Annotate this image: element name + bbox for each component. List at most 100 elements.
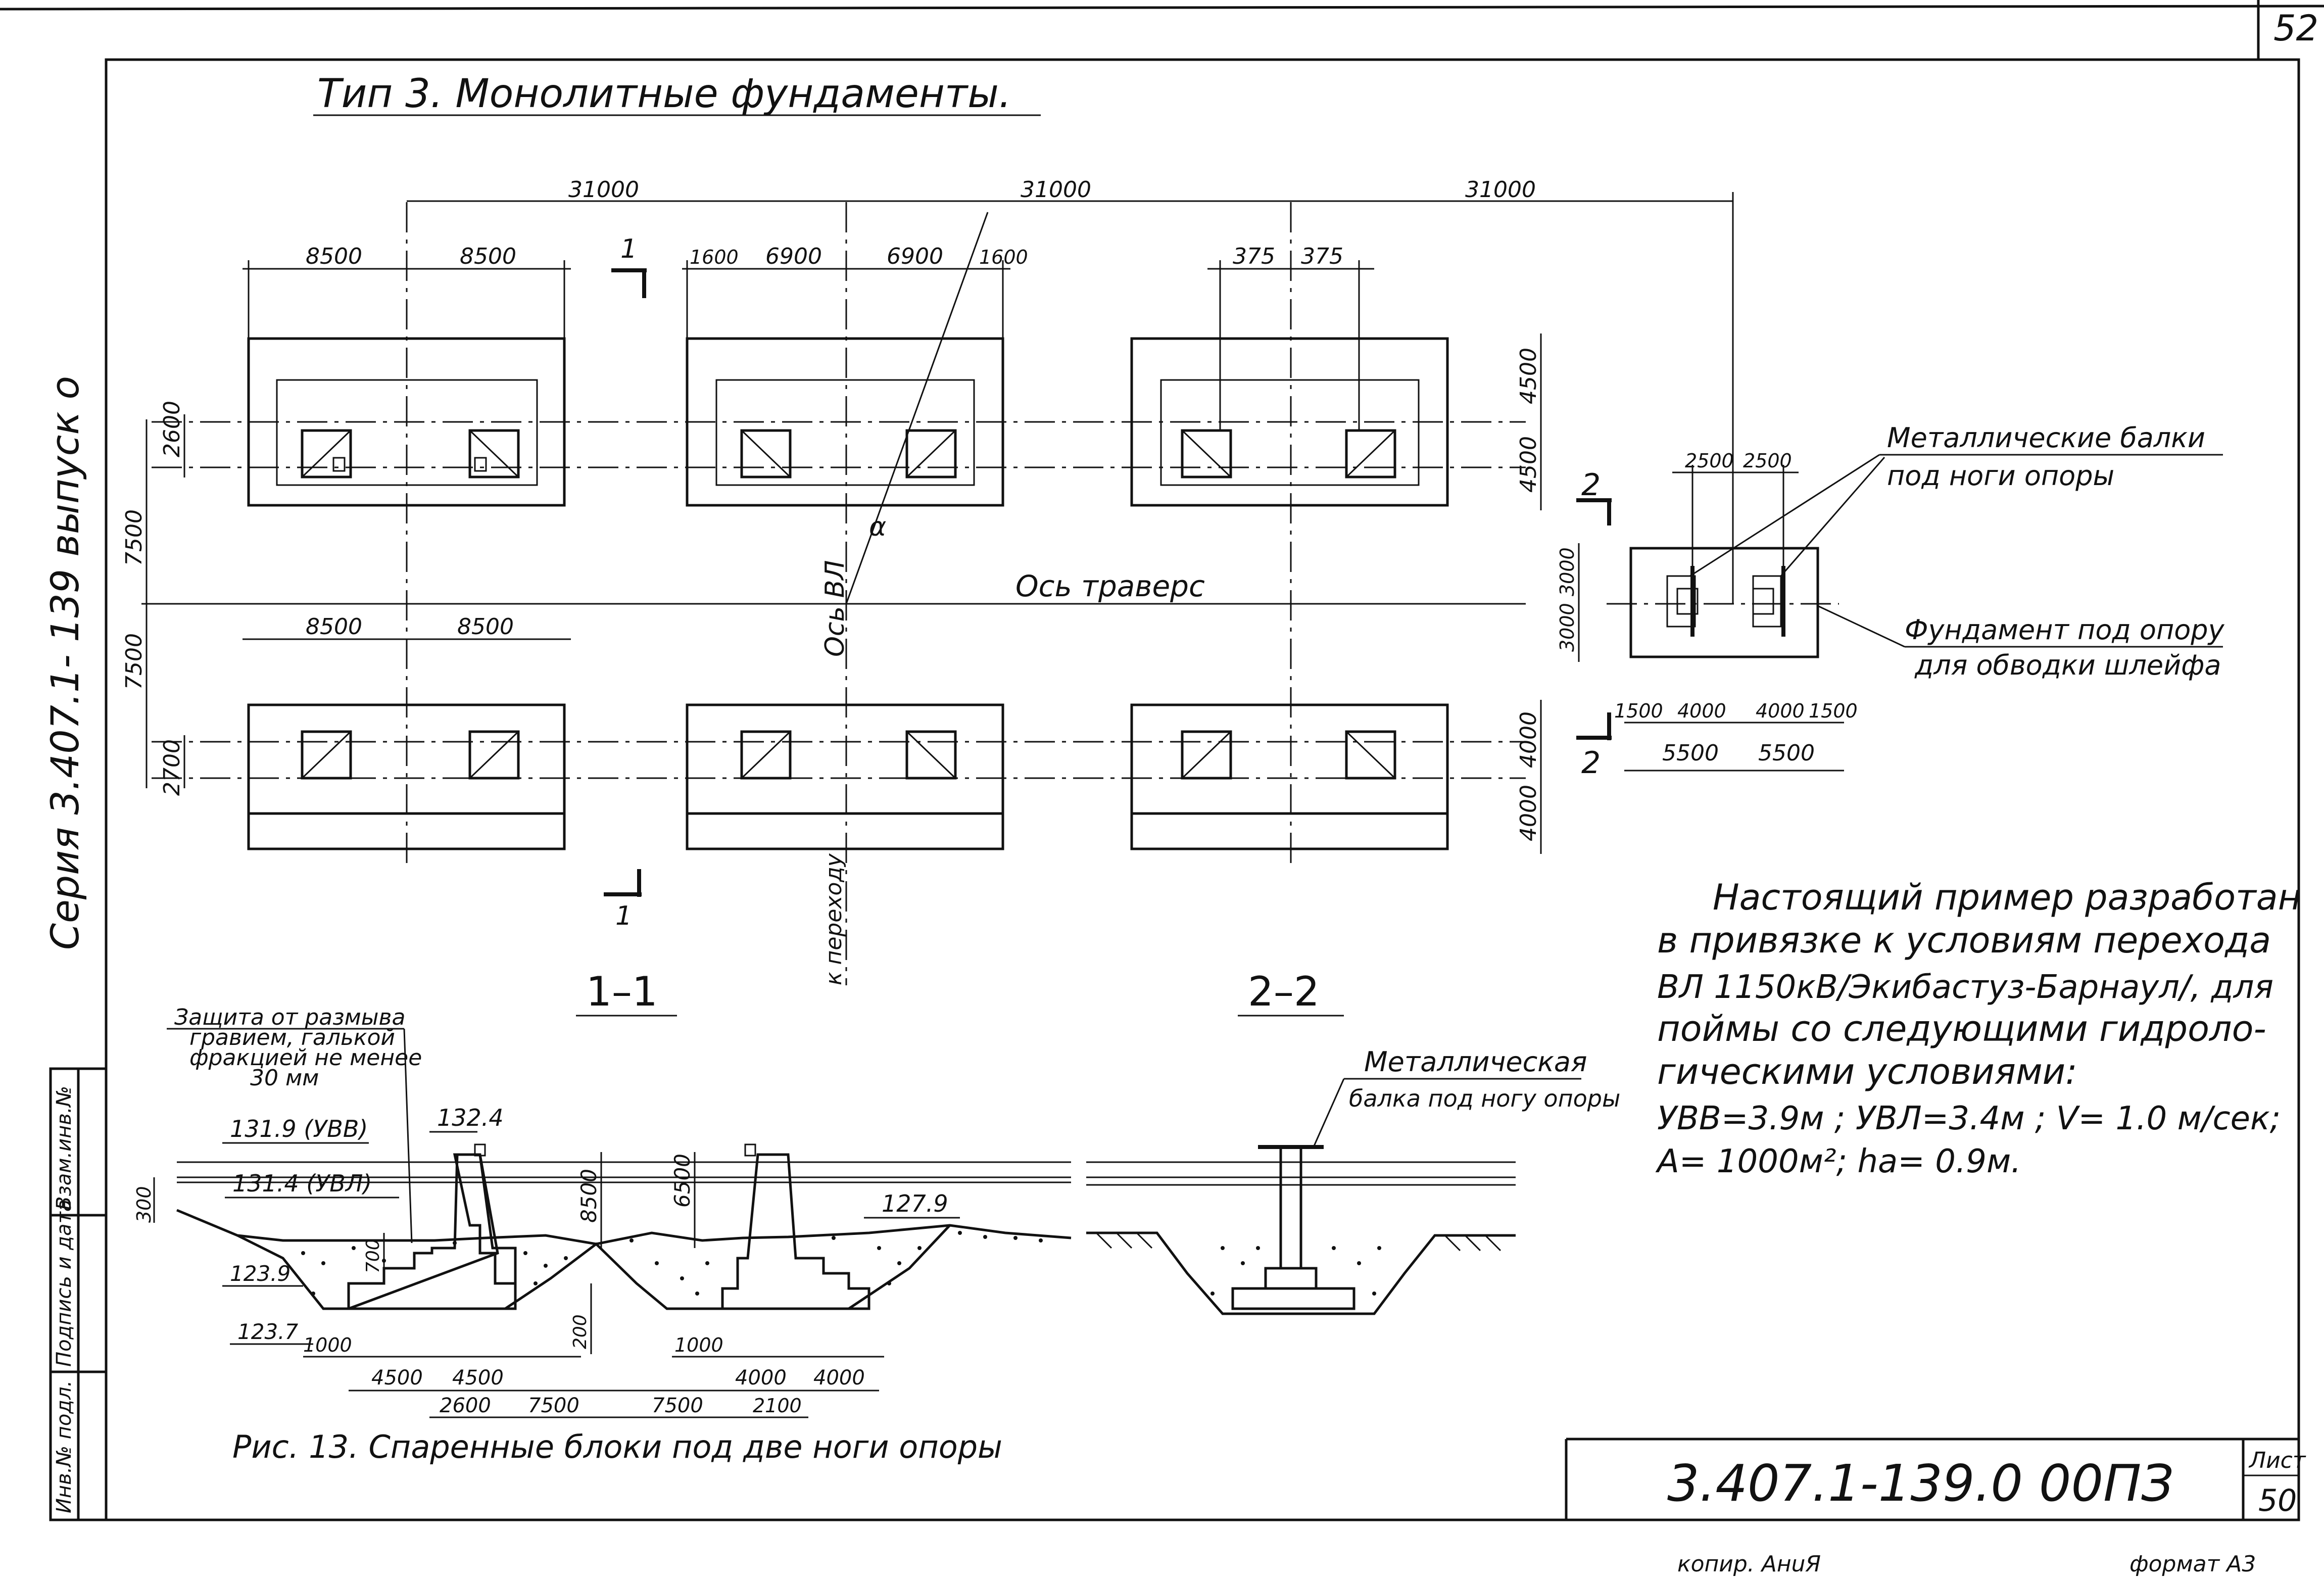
dim-lower-a: 8500 [306,614,362,640]
beam-note-2: балка под ногу опоры [1349,1085,1620,1112]
section-mark-1-bottom-label: 1 [615,901,632,931]
figure-caption: Рис. 13. Спаренные блоки под две ноги оп… [232,1428,1002,1465]
list-label: Лист [2248,1448,2306,1473]
aux-label-beams-2: под ноги опоры [1887,460,2114,492]
aux-dim-top-b: 2500 [1743,450,1792,472]
beam-note-1: Металлическая [1364,1046,1587,1078]
dim-left-a: 8500 [306,244,362,269]
dim-top-2: 31000 [1021,177,1091,203]
level-1237: 123.7 [237,1319,299,1344]
dim-left-b: 8500 [460,244,516,269]
protection-note-3: фракцией не менее [189,1045,422,1071]
note-line-1: Настоящий пример разработан [1713,877,2301,918]
side-stamp-inv: Инв.№ подл. [53,1380,76,1513]
aux-label-foundation-2: для обводки шлейфа [1914,649,2221,681]
vdim-6500: 6500 [670,1154,695,1208]
section-1-1-block-left [347,1143,517,1310]
vdim-200: 200 [570,1314,591,1349]
alpha-label: α [869,512,886,542]
level-uvv: 131.9 (УВВ) [230,1115,368,1142]
aux-dim-left-b: 3000 [1556,603,1578,652]
bdim-4000-a: 4000 [735,1366,787,1390]
bdim-4500-b: 4500 [452,1366,504,1390]
dim-top-3: 31000 [1465,177,1536,203]
bdim-1000-l: 1000 [303,1334,352,1356]
foundation-bottom-mid [686,703,1004,850]
dim-top-1: 31000 [568,177,639,203]
dim-vr-1: 4500 [1516,348,1541,404]
section-mark-2-bottom-label: 2 [1581,745,1601,781]
vdim-8500: 8500 [576,1169,601,1223]
aux-foundation: 2500 2500 3000 3000 1500 4000 4000 1500 … [1556,422,2225,772]
bdim-2600: 2600 [440,1394,491,1417]
foundation-bottom-right [1130,703,1449,850]
section-mark-2-bottom: 2 [1576,712,1612,781]
dim-mid-a: 1600 [690,246,739,268]
note-line-4: поймы со следующими гидроло- [1657,1008,2266,1049]
sheet-frame: 52 [0,0,2324,1521]
dim-mid-b: 6900 [765,244,822,269]
bdim-4500-a: 4500 [371,1366,423,1390]
side-stamp: Взам.инв.№ Подпись и дата Инв.№ подл. [49,1067,108,1521]
axis-traverse-label: Ось траверс [1015,569,1205,603]
dim-vr-4: 4000 [1516,785,1541,841]
dim-vr-2: 4500 [1516,436,1541,493]
aux-dim-b2-a: 5500 [1662,740,1719,766]
dim-right-a: 375 [1233,244,1275,269]
dim-vl-3: 7500 [121,633,147,690]
section-1-1: 1–1 Защита от размыва гравием, галькой ф… [133,968,1072,1418]
dim-vr-3: 4000 [1516,711,1541,768]
section-mark-2-top: 2 [1576,467,1612,525]
aux-label-foundation-1: Фундамент под опору [1905,614,2225,646]
format-label: формат А3 [2129,1551,2256,1577]
note-line-5: гическими условиями: [1657,1051,2077,1092]
bdim-4000-b: 4000 [813,1366,865,1390]
plan-view: Ось траверс Ось ВЛ α к переходу 31000 31… [121,177,1734,985]
note-line-7: А= 1000м²; hа= 0.9м. [1655,1143,2021,1180]
section-mark-2-top-label: 2 [1581,467,1601,503]
protection-note-4: 30 мм [250,1065,319,1091]
gravel-fill [301,1231,1043,1296]
aux-dim-top-a: 2500 [1685,450,1734,472]
crossing-label: к переходу [821,853,847,985]
dim-mid-d: 1600 [979,246,1028,268]
list-number: 50 [2258,1483,2297,1518]
section-1-1-label: 1–1 [586,968,658,1015]
section-1-1-block-right [721,1143,870,1310]
copy-label: копир. АнuЯ [1677,1551,1821,1577]
section-mark-1-bottom: 1 [604,869,642,931]
protection-note-1: Защита от размыва [174,1005,405,1030]
sheet-title: Тип 3. Монолитные фундаменты. [317,71,1011,117]
aux-dim-b1-c: 4000 [1756,700,1805,722]
aux-dim-b1-a: 1500 [1614,700,1663,722]
page-number: 52 [2273,8,2318,49]
section-mark-1-top-label: 1 [620,234,637,264]
vdim-700: 700 [363,1238,383,1273]
aux-dim-b1-d: 1500 [1809,700,1858,722]
dim-vl-2: 7500 [121,509,147,566]
side-stamp-replace: Взам.инв.№ [53,1086,76,1210]
section-2-2-hatch [1211,1246,1381,1296]
title-block: 3.407.1-139.0 00ПЗ Лист 50 [1565,1438,2306,1520]
series-label: Серия 3.407.1- 139 выпуск о [42,376,87,950]
stamp-code: 3.407.1-139.0 00ПЗ [1667,1454,2173,1513]
side-stamp-sign: Подпись и дата [53,1200,76,1367]
design-note: Настоящий пример разработан в привязке к… [1655,877,2301,1180]
dim-right-b: 375 [1301,244,1343,269]
dim-mid-c: 6900 [887,244,943,269]
dim-vl-1: 2600 [159,401,185,457]
dim-lower-b: 8500 [457,614,514,640]
level-top: 132.4 [437,1104,504,1131]
note-line-2: в привязке к условиям перехода [1657,920,2271,961]
bdim-7500-a: 7500 [528,1394,579,1417]
section-mark-1-top: 1 [611,234,647,298]
aux-dim-left-a: 3000 [1556,547,1578,596]
dim-vl-4: 2700 [159,739,185,796]
aux-dim-b2-b: 5500 [1758,740,1815,766]
axis-vl-label: Ось ВЛ [820,560,850,657]
level-ground: 127.9 [882,1190,948,1217]
note-line-6: УВВ=3.9м ; УВЛ=3.4м ; V= 1.0 м/сек; [1657,1100,2281,1137]
bdim-2100: 2100 [753,1395,802,1417]
section-2-2-label: 2–2 [1248,968,1320,1015]
